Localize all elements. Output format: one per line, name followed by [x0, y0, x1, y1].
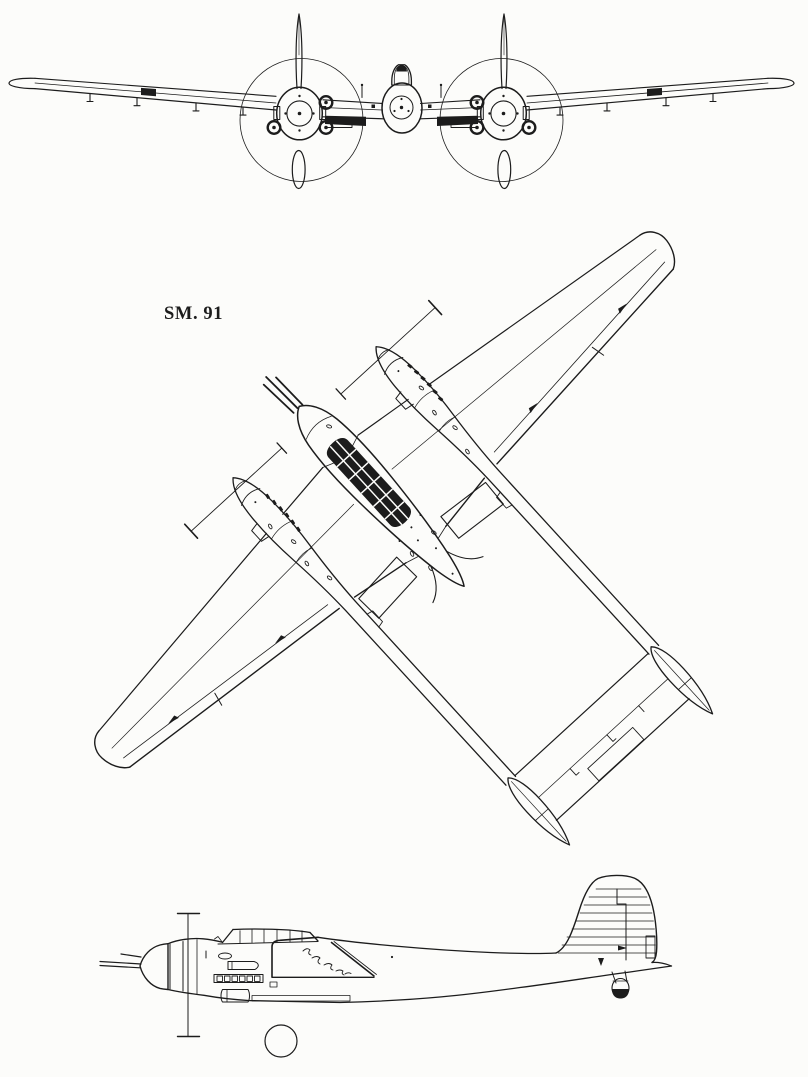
side-view: [99, 874, 673, 1058]
side-stencil-marks: [302, 948, 352, 976]
plan-exhaust-stubs: [265, 363, 444, 532]
plan-nose-guns: [262, 376, 304, 414]
front-left-wing: [8, 77, 384, 120]
side-fin-ribs: [557, 888, 657, 954]
plan-left-wing: [57, 459, 433, 821]
front-central-nacelle: [381, 64, 423, 134]
side-exhaust-row: [213, 974, 264, 983]
plan-left-boom: [222, 468, 581, 855]
plan-tailplane: [514, 653, 690, 821]
front-view: [8, 12, 795, 190]
front-right-wing: [419, 77, 795, 120]
plan-left-nacelle-scoop: [251, 523, 270, 542]
side-fin: [555, 874, 673, 967]
plan-right-nacelle-scoop: [395, 391, 414, 410]
plan-right-boom: [365, 337, 724, 724]
scan-smudges: [46, 31, 689, 283]
side-main-wheel: [264, 1024, 298, 1058]
side-dimension-line: [176, 912, 201, 1038]
plan-view: [57, 191, 725, 855]
side-fuselage: [139, 928, 673, 1004]
plan-access-panels: [254, 370, 470, 581]
side-tailwheel: [611, 970, 630, 999]
plan-canopy-glazing: [326, 437, 411, 527]
front-canopy: [391, 64, 413, 86]
plan-right-wing: [349, 191, 725, 554]
side-nose-guns: [99, 953, 142, 969]
aircraft-designation-label: SM. 91: [164, 304, 223, 324]
plan-dimension-lines: [183, 299, 443, 539]
side-canopy: [214, 928, 319, 945]
plan-central-pod: [262, 376, 484, 604]
